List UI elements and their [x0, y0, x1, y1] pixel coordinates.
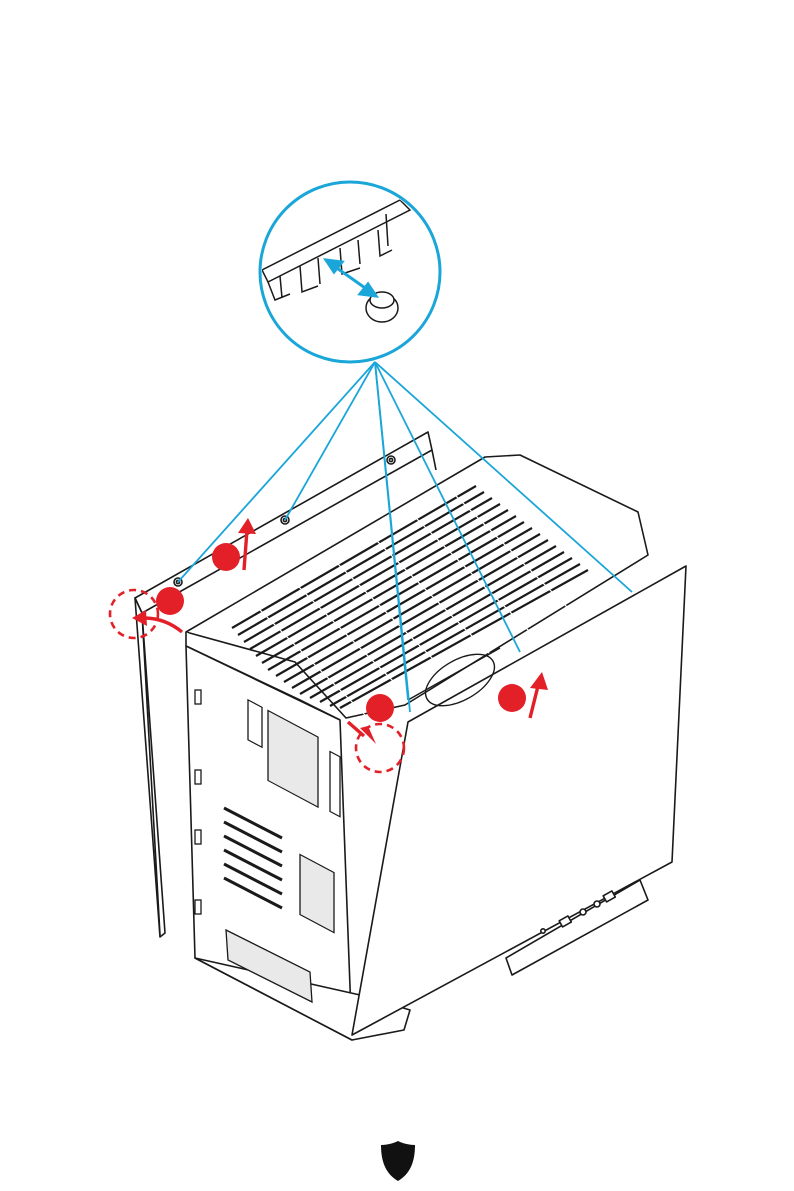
magnified-detail-circle [260, 182, 440, 362]
msi-shield-icon [380, 1140, 416, 1182]
